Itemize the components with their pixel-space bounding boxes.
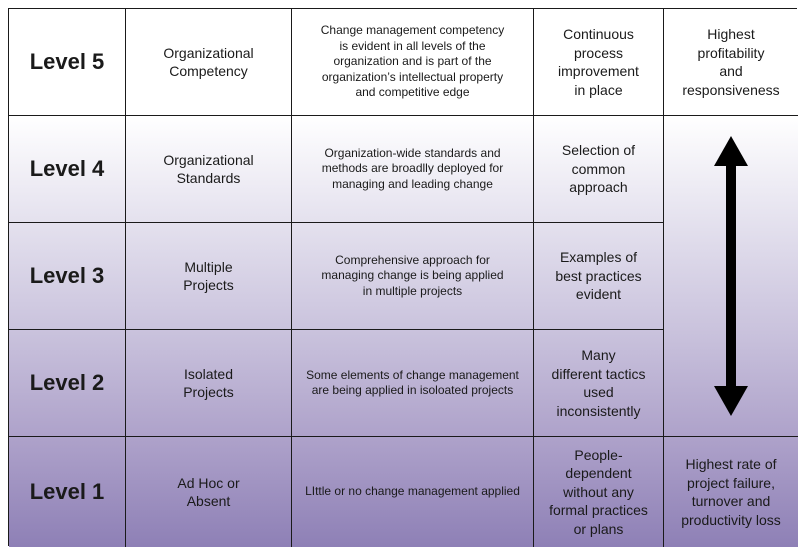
level-practice: Continuous process improvement in place <box>534 9 664 116</box>
level-label: Level 1 <box>9 437 126 547</box>
level-label: Level 4 <box>9 116 126 223</box>
arrow-column <box>664 116 798 437</box>
level-description: Organization-wide standards and methods … <box>292 116 534 223</box>
level-name: Ad Hoc or Absent <box>126 437 292 547</box>
level-label: Level 5 <box>9 9 126 116</box>
outcome-highest: Highest profitability and responsiveness <box>664 9 798 116</box>
level-description: Some elements of change management are b… <box>292 330 534 437</box>
level-description: LIttle or no change management applied <box>292 437 534 547</box>
level-practice: Examples of best practices evident <box>534 223 664 330</box>
level-practice: People-dependent without any formal prac… <box>534 437 664 547</box>
outcome-lowest: Highest rate of project failure, turnove… <box>664 437 798 547</box>
maturity-model-table: Level 5 Organizational Competency Change… <box>8 8 798 547</box>
level-practice: Selection of common approach <box>534 116 664 223</box>
double-headed-vertical-arrow-icon <box>714 136 748 416</box>
level-name: Isolated Projects <box>126 330 292 437</box>
level-name: Organizational Competency <box>126 9 292 116</box>
level-name: Multiple Projects <box>126 223 292 330</box>
level-label: Level 2 <box>9 330 126 437</box>
level-description: Change management competency is evident … <box>292 9 534 116</box>
level-label: Level 3 <box>9 223 126 330</box>
level-description: Comprehensive approach for managing chan… <box>292 223 534 330</box>
level-practice: Many different tactics used inconsistent… <box>534 330 664 437</box>
level-name: Organizational Standards <box>126 116 292 223</box>
